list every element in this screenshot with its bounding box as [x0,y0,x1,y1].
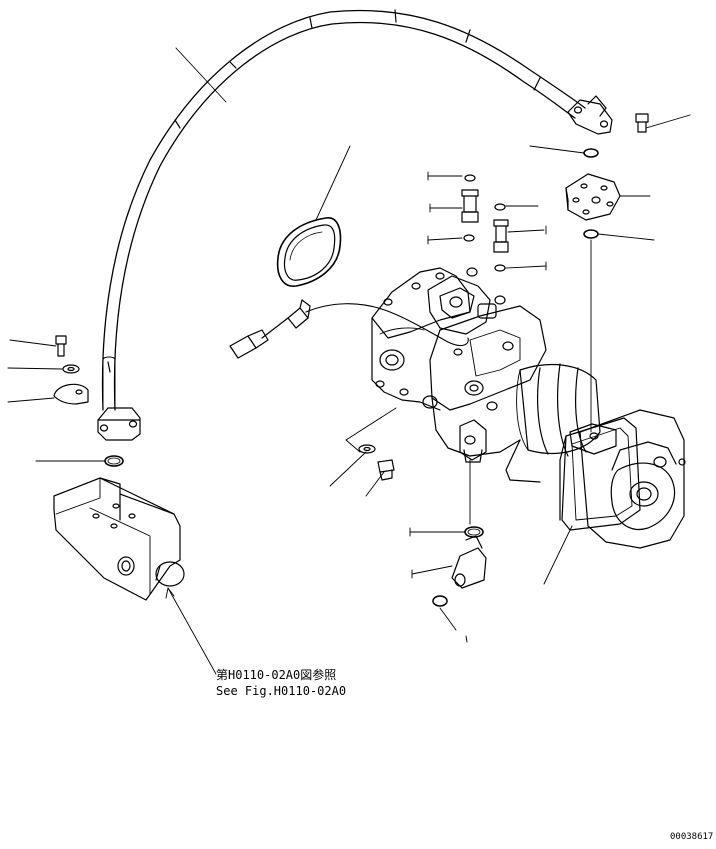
item-marks [410,172,546,642]
main-pump [372,268,685,548]
document-number: 00038617 [670,832,714,842]
left-fasteners [54,336,123,466]
reference-block [54,478,184,600]
reference-note-en: See Fig.H0110-02A0 [216,684,347,698]
hose-assembly [98,10,612,440]
fittings-group [462,114,648,271]
wire-harness [230,300,468,358]
seal-ring [278,218,341,286]
lower-fittings [359,445,486,606]
leader-lines [8,48,690,674]
reference-note-jp: 第H0110-02A0図参照 [216,668,337,682]
